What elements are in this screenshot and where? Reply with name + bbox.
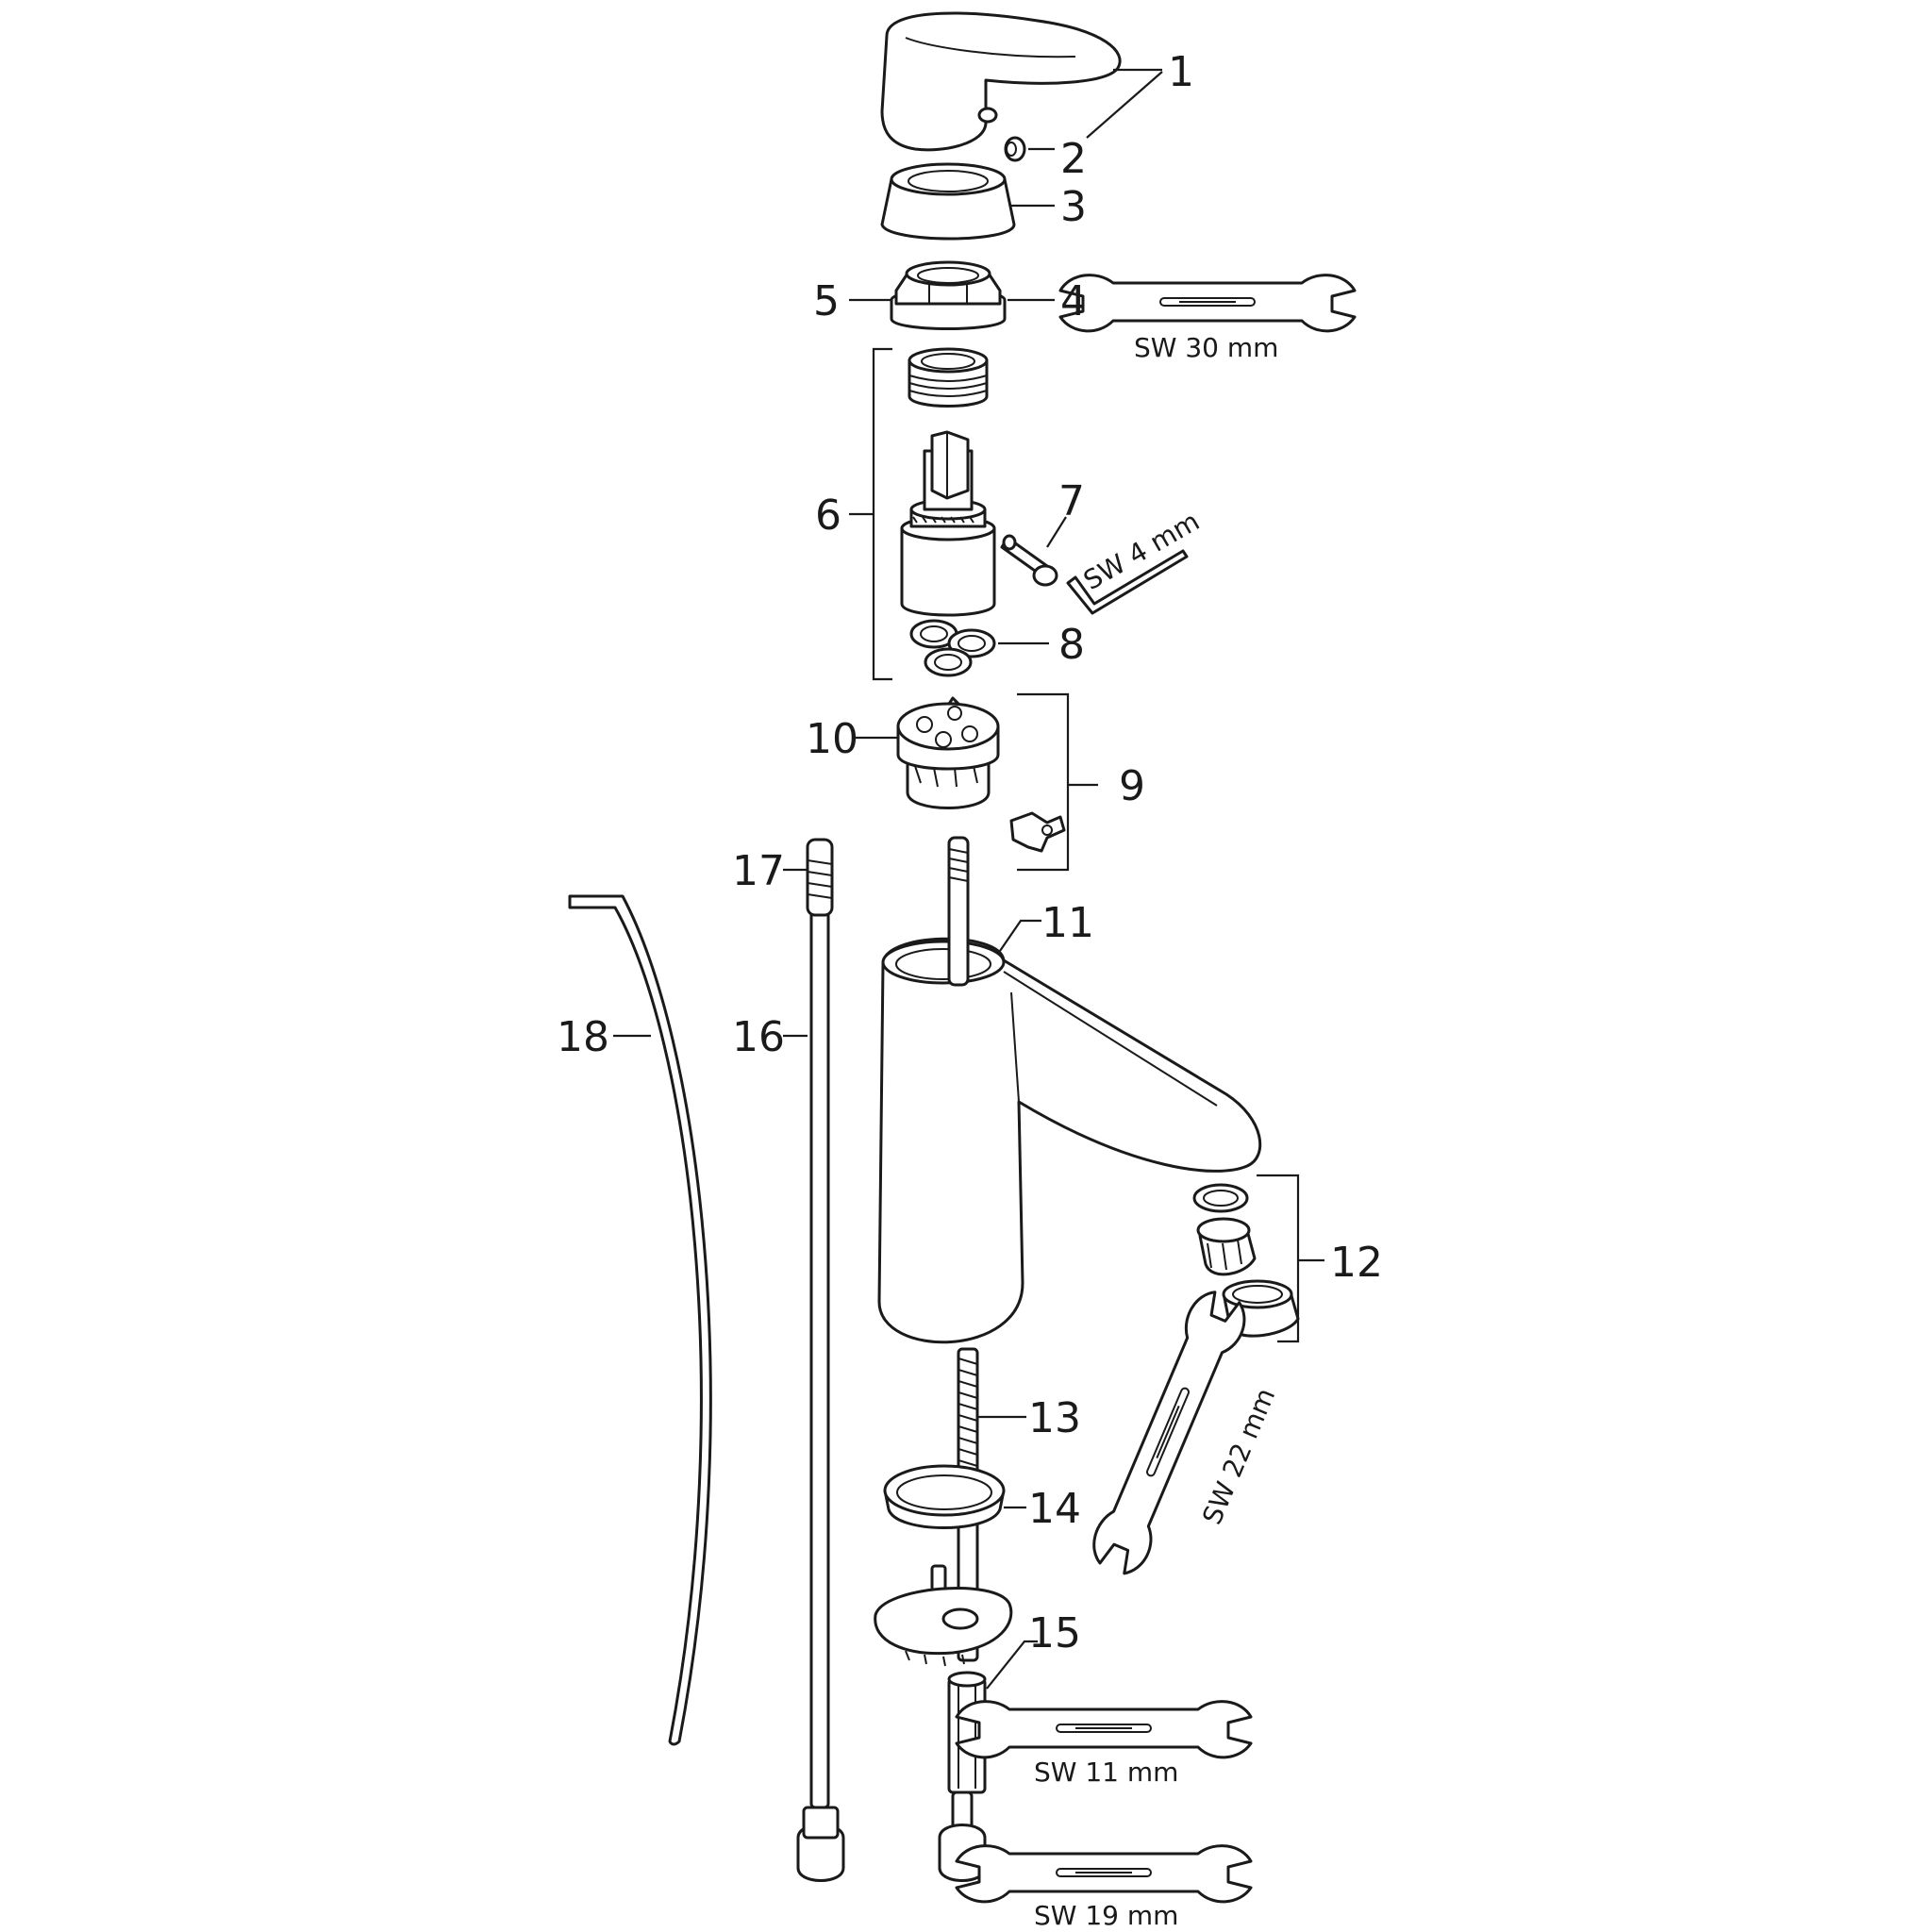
diverter-clip xyxy=(1009,811,1066,853)
cartridge-screw xyxy=(1000,534,1058,587)
o-rings xyxy=(909,619,996,677)
label-part-17: 17 xyxy=(732,847,785,895)
label-part-12: 12 xyxy=(1330,1239,1383,1287)
label-part-10: 10 xyxy=(806,715,858,763)
hex-nut xyxy=(890,260,1007,330)
label-part-1: 1 xyxy=(1168,48,1194,96)
ceramic-cartridge xyxy=(900,430,996,617)
label-part-8: 8 xyxy=(1058,621,1085,669)
lever-handle xyxy=(880,11,1122,152)
base-gasket xyxy=(883,1464,1006,1529)
label-part-3: 3 xyxy=(1060,183,1087,231)
label-part-14: 14 xyxy=(1028,1485,1081,1533)
wrench-sw30-icon xyxy=(1058,274,1357,333)
cartridge-retaining-ring xyxy=(908,347,989,408)
label-part-11: 11 xyxy=(1041,899,1094,947)
threaded-rod xyxy=(947,836,970,987)
label-part-13: 13 xyxy=(1028,1394,1081,1442)
pop-up-rod xyxy=(568,894,712,1746)
wrench-sw11-icon xyxy=(955,1700,1253,1759)
label-part-9: 9 xyxy=(1119,762,1145,810)
label-part-6: 6 xyxy=(815,491,841,540)
label-part-2: 2 xyxy=(1060,135,1087,183)
part-number-labels: 1 2 3 4 5 6 7 8 9 10 11 12 13 14 15 16 1… xyxy=(557,48,1383,1657)
wrench-sw22-icon xyxy=(1084,1284,1254,1581)
aerator-insert xyxy=(1196,1217,1257,1276)
label-part-15: 15 xyxy=(1028,1609,1081,1657)
hose-left xyxy=(796,838,845,1882)
label-part-7: 7 xyxy=(1058,477,1085,525)
label-sw11: SW 11 mm xyxy=(1034,1757,1178,1788)
label-part-16: 16 xyxy=(732,1013,785,1061)
label-sw19: SW 19 mm xyxy=(1034,1900,1178,1931)
label-part-5: 5 xyxy=(813,277,840,325)
aerator-seal xyxy=(1192,1183,1249,1213)
label-sw30: SW 30 mm xyxy=(1134,332,1278,363)
tap-body xyxy=(877,937,1262,1344)
hex-key-icon xyxy=(1066,549,1189,615)
leader-lines xyxy=(613,68,1324,1690)
cover-cap xyxy=(880,162,1016,241)
wrench-sw19-icon xyxy=(955,1844,1253,1904)
horseshoe-washer xyxy=(874,1564,1013,1667)
label-sw22: SW 22 mm xyxy=(1196,1384,1281,1529)
flow-insert xyxy=(896,696,1000,809)
set-screw xyxy=(1004,136,1026,162)
label-part-18: 18 xyxy=(557,1013,609,1061)
label-part-4: 4 xyxy=(1060,277,1087,325)
